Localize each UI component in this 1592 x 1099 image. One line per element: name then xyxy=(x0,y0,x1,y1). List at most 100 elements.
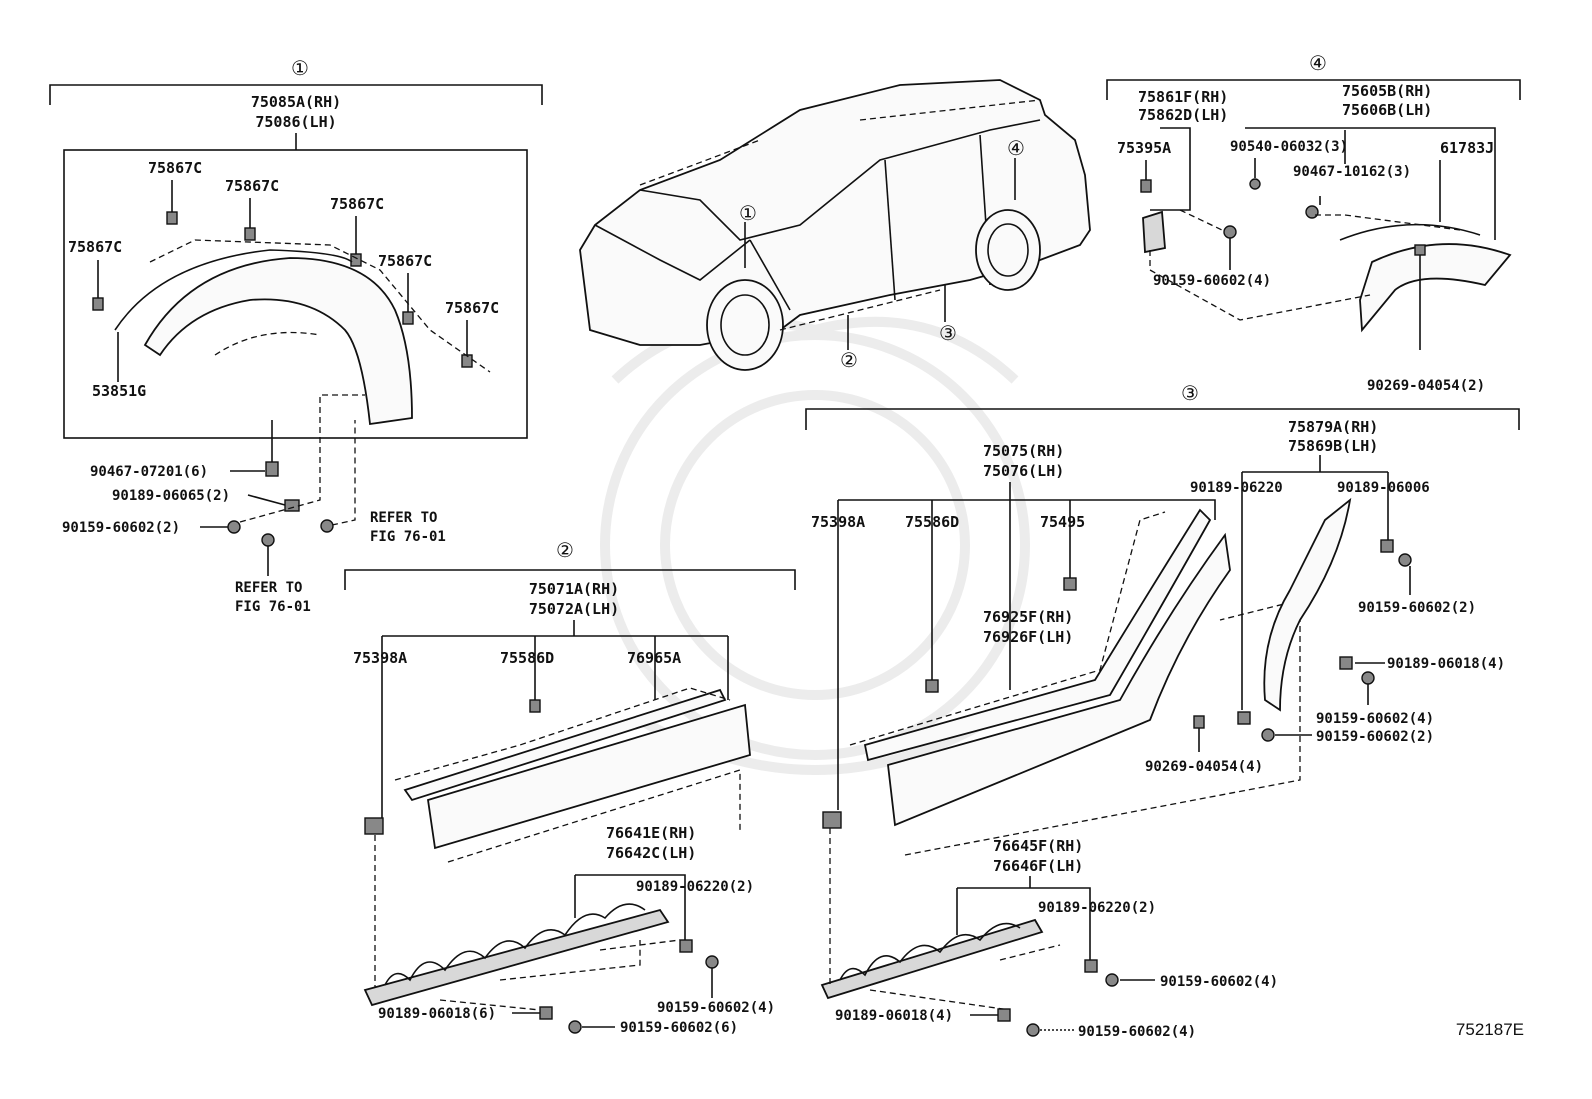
group-2-bracket xyxy=(344,569,796,590)
group-3: ③ 75879A(RH) 75869B(LH) 75075(RH) 75076(… xyxy=(805,381,1520,1040)
diagram-reference-code: 752187E xyxy=(1455,1020,1524,1039)
g3-moulding-rh: 76925F(RH) xyxy=(983,608,1073,626)
group-1-number: ① xyxy=(291,56,309,80)
g3-sub-rh: 75075(RH) xyxy=(983,442,1064,460)
fender-flare xyxy=(143,257,413,426)
clip-icon xyxy=(92,297,104,311)
g1-refer-b-1: REFER TO xyxy=(235,580,302,596)
g1-refer-a-2: FIG 76-01 xyxy=(370,529,446,545)
g2-bracket-lh: 76642C(LH) xyxy=(606,844,696,862)
g3-fastener-1: 90189-06220 xyxy=(1190,480,1283,496)
clip-icon xyxy=(166,211,178,225)
rocker-moulding-lower xyxy=(426,703,751,850)
group-3-number: ③ xyxy=(1181,381,1199,405)
g4-fastener-1: 90540-06032(3) xyxy=(1230,139,1348,155)
g2-fastener-3: 90189-06018(6) xyxy=(378,1006,496,1022)
g1-assembly-lh: 75086(LH) xyxy=(255,113,336,131)
bolt-icon xyxy=(261,533,275,547)
watermark-emblem xyxy=(600,316,1030,775)
g2-p2-label: 75586D xyxy=(500,649,554,667)
g1-refer-b-2: FIG 76-01 xyxy=(235,599,311,615)
clip-icon xyxy=(822,811,842,829)
g3-bracket-rh: 76645F(RH) xyxy=(993,837,1083,855)
g4-assembly-lh: 75606B(LH) xyxy=(1342,101,1432,119)
g3-fastener-3: 90159-60602(2) xyxy=(1358,600,1476,616)
g2-p3-label: 76965A xyxy=(627,649,681,667)
rear-wheel xyxy=(975,209,1041,291)
g1-clip-label-4: 75867C xyxy=(68,238,122,256)
g2-fastener-2: 90159-60602(4) xyxy=(657,1000,775,1016)
group-4: ④ 75861F(RH) 75862D(LH) 75605B(RH) 75606… xyxy=(1106,51,1521,394)
g2-p1-label: 75398A xyxy=(353,649,407,667)
g3-bracket-fastener-4: 90159-60602(4) xyxy=(1078,1024,1196,1040)
group-2: ② 75071A(RH) 75072A(LH) 75398A 75586D 76… xyxy=(344,538,796,1036)
g3-assembly-lh: 75869B(LH) xyxy=(1288,437,1378,455)
vehicle-illustration: ① ② ③ ④ xyxy=(579,79,1091,372)
g2-assembly-lh: 75072A(LH) xyxy=(529,600,619,618)
clip-icon xyxy=(402,311,414,325)
g3-fastener-5: 90159-60602(4) xyxy=(1316,711,1434,727)
group-2-number: ② xyxy=(556,538,574,562)
g2-fastener-1: 90189-06220(2) xyxy=(636,879,754,895)
group-4-number: ④ xyxy=(1309,51,1327,75)
g3-fastener-7: 90269-04054(4) xyxy=(1145,759,1263,775)
rocker-moulding-upper xyxy=(403,688,727,802)
g1-fastener-3: 90159-60602(2) xyxy=(62,520,180,536)
mud-flap xyxy=(1142,210,1166,254)
g4-part-rh: 75861F(RH) xyxy=(1138,88,1228,106)
g1-liner-label: 53851G xyxy=(92,382,146,400)
g1-clip-label-1: 75867C xyxy=(148,159,202,177)
g1-fastener-1: 90467-07201(6) xyxy=(90,464,208,480)
pillar-garnish xyxy=(1263,497,1352,712)
quarter-bracket xyxy=(820,918,1044,1000)
g2-fastener-4: 90159-60602(6) xyxy=(620,1020,738,1036)
car-callout-2: ② xyxy=(840,348,858,372)
bolt-icon xyxy=(320,519,334,533)
g3-bracket-fastener-3: 90189-06018(4) xyxy=(835,1008,953,1024)
screw-icon xyxy=(284,499,300,512)
g4-seal-label: 61783J xyxy=(1440,139,1494,157)
clip-icon xyxy=(461,354,473,368)
g3-moulding-lh: 76926F(LH) xyxy=(983,628,1073,646)
g1-clip-label-3: 75867C xyxy=(330,195,384,213)
nut-icon xyxy=(227,520,241,534)
g4-part-lh: 75862D(LH) xyxy=(1138,106,1228,124)
group-1-frame xyxy=(63,149,528,439)
clip-icon xyxy=(350,253,362,267)
rocker-bracket xyxy=(363,908,670,1007)
g4-fastener-4: 90269-04054(2) xyxy=(1367,378,1485,394)
group-1-bracket xyxy=(49,84,543,105)
front-wheel xyxy=(706,279,784,371)
g1-refer-a-1: REFER TO xyxy=(370,510,437,526)
g3-fastener-6: 90159-60602(2) xyxy=(1316,729,1434,745)
g4-p1-label: 75395A xyxy=(1117,139,1171,157)
g3-bracket-lh: 76646F(LH) xyxy=(993,857,1083,875)
car-callout-4: ④ xyxy=(1007,136,1025,160)
group-4-bracket xyxy=(1106,79,1521,100)
g4-assembly-rh: 75605B(RH) xyxy=(1342,82,1432,100)
g1-assembly-rh: 75085A(RH) xyxy=(251,93,341,111)
rear-quarter-moulding-upper xyxy=(863,508,1212,762)
g3-sub-lh: 75076(LH) xyxy=(983,462,1064,480)
g3-fastener-4: 90189-06018(4) xyxy=(1387,656,1505,672)
g4-fastener-2: 90467-10162(3) xyxy=(1293,164,1411,180)
car-callout-1: ① xyxy=(739,201,757,225)
g4-fastener-3: 90159-60602(4) xyxy=(1153,273,1271,289)
g1-clip-label-5: 75867C xyxy=(378,252,432,270)
rear-quarter-moulding-lower xyxy=(887,532,1231,827)
g3-p1-label: 75398A xyxy=(811,513,865,531)
g3-bracket-fastener-2: 90159-60602(4) xyxy=(1160,974,1278,990)
g2-assembly-rh: 75071A(RH) xyxy=(529,580,619,598)
clip-icon xyxy=(244,227,256,241)
rear-arch-moulding xyxy=(1359,243,1512,333)
car-callout-3: ③ xyxy=(939,321,957,345)
g3-assembly-rh: 75879A(RH) xyxy=(1288,418,1378,436)
group-1: ① 75085A(RH) 75086(LH) 75867C 75867C 758… xyxy=(49,56,543,615)
g2-bracket-rh: 76641E(RH) xyxy=(606,824,696,842)
g3-bracket-fastener-1: 90189-06220(2) xyxy=(1038,900,1156,916)
g1-clip-label-6: 75867C xyxy=(445,299,499,317)
g1-fastener-2: 90189-06065(2) xyxy=(112,488,230,504)
g3-p2-label: 75586D xyxy=(905,513,959,531)
grommet-icon xyxy=(265,461,279,477)
